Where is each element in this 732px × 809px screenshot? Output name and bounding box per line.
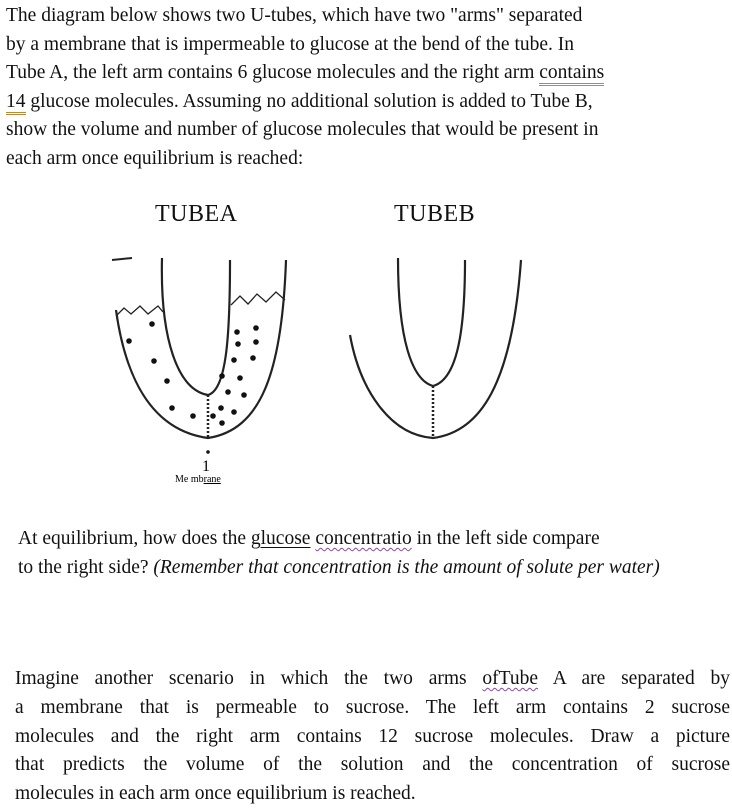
question-1-text-b: in the left side compare xyxy=(411,528,600,549)
glucose-molecule xyxy=(126,338,132,344)
glucose-molecule xyxy=(241,392,247,398)
question-1: At equilibrium, how does the glucose con… xyxy=(18,524,718,582)
intro-line-5: show the volume and number of glucose mo… xyxy=(6,119,599,141)
glucose-molecule xyxy=(169,405,175,411)
intro-paragraph: The diagram below shows two U-tubes, whi… xyxy=(6,2,724,174)
intro-underlined-14: 14 xyxy=(6,90,26,115)
glucose-molecule xyxy=(250,355,256,361)
membrane-pointer-dot xyxy=(206,450,210,454)
glucose-molecule xyxy=(149,321,155,327)
intro-underlined-contains: contains xyxy=(539,62,605,87)
question-1-concentration: concentratio xyxy=(315,528,412,549)
tube-a: 1 Me mbrane xyxy=(111,257,288,485)
glucose-molecule xyxy=(190,413,196,419)
glucose-molecule xyxy=(151,358,157,364)
glucose-molecule xyxy=(164,378,170,384)
question-1-text-a: At equilibrium, how does the xyxy=(18,528,251,549)
intro-line-2: by a membrane that is impermeable to glu… xyxy=(6,33,575,55)
glucose-molecule xyxy=(237,375,243,381)
glucose-molecule xyxy=(231,409,237,415)
glucose-molecule xyxy=(234,329,240,335)
glucose-molecule xyxy=(253,339,259,345)
tube-a-glucose-right xyxy=(210,325,259,426)
glucose-molecule xyxy=(235,341,241,347)
membrane-label: Me mbrane xyxy=(175,474,221,485)
question-1-reminder: (Remember that concentration is the amou… xyxy=(153,557,660,578)
tube-a-left-meniscus xyxy=(115,305,164,317)
u-tube-diagram: 1 Me mbrane xyxy=(111,257,523,485)
question-2-line-2: a membrane that is permeable to sucrose.… xyxy=(15,696,730,718)
question-1-glucose: glucose xyxy=(250,528,311,549)
question-2-line-1: Imagine another scenario in which the tw… xyxy=(15,665,730,694)
tube-a-outer-wall xyxy=(114,259,288,440)
glucose-molecule xyxy=(218,405,224,411)
tube-b-outer-wall xyxy=(348,259,523,440)
membrane-arrow-glyph: 1 xyxy=(202,458,210,475)
question-2: Imagine another scenario in which the tw… xyxy=(15,665,730,809)
tube-b-label: TUBEB xyxy=(394,201,476,227)
tube-a-right-meniscus xyxy=(230,291,286,306)
question-2-of-tube: ofTube xyxy=(482,668,539,689)
question-2-line-3: molecules and the right arm contains 12 … xyxy=(15,725,730,747)
question-2-line-4: that predicts the volume of the solution… xyxy=(15,754,730,776)
intro-line-6: each arm once equilibrium is reached: xyxy=(6,147,304,169)
question-2-line-5: molecules in each arm once equilibrium i… xyxy=(15,783,416,805)
intro-line-1: The diagram below shows two U-tubes, whi… xyxy=(6,5,583,26)
tube-a-left-top-stub xyxy=(111,257,133,261)
question-1-text-c: to the right side? xyxy=(18,557,154,578)
tube-b xyxy=(348,257,523,440)
membrane-label-part-1: Me mb xyxy=(175,474,204,485)
tube-a-glucose-left xyxy=(126,321,196,419)
membrane-label-part-2: rane xyxy=(204,474,222,485)
glucose-molecule xyxy=(219,373,225,379)
question-2-line-1-c: A are separated by xyxy=(538,668,730,689)
glucose-molecule xyxy=(253,325,259,331)
glucose-molecule xyxy=(225,389,231,395)
tube-b-inner-wall xyxy=(396,257,467,388)
glucose-molecule xyxy=(231,357,237,363)
tube-a-label: TUBEA xyxy=(155,201,238,227)
intro-line-4: glucose molecules. Assuming no additiona… xyxy=(25,90,593,112)
glucose-molecule xyxy=(210,413,216,419)
question-2-line-1-a: Imagine another scenario in which the tw… xyxy=(15,668,483,689)
intro-line-3: Tube A, the left arm contains 6 glucose … xyxy=(6,62,540,84)
glucose-molecule xyxy=(219,420,225,426)
